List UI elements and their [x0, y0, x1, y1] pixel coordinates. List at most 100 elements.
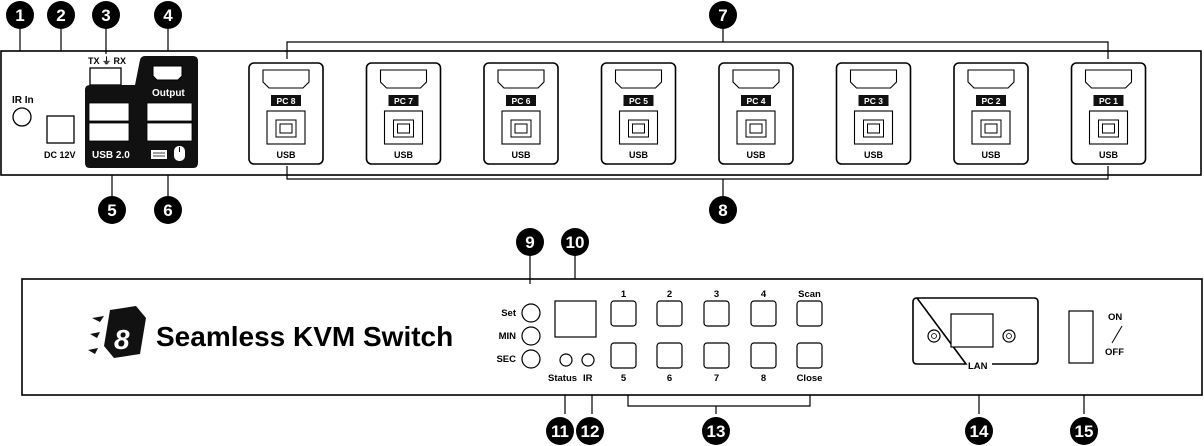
callout-9: 9 [516, 228, 544, 256]
lan-port [950, 313, 994, 348]
button-scan [796, 300, 823, 327]
output-label: Output [152, 88, 185, 99]
button-label: 3 [714, 289, 719, 300]
callout-number: 7 [718, 6, 727, 25]
ir-in-port [12, 107, 32, 127]
callout-number: 13 [707, 422, 726, 441]
usb-port-bottom [88, 122, 130, 142]
pc-port-label: PC 2 [982, 96, 1001, 106]
pc-usb-label: USB [1099, 150, 1119, 160]
callout-number: 6 [163, 201, 172, 220]
pc-port-label: PC 8 [277, 96, 296, 106]
button-label: 6 [667, 373, 672, 384]
txrx-port [89, 67, 122, 86]
knob-min [521, 326, 541, 346]
hdmi-port [497, 69, 545, 89]
callout-2: 2 [47, 1, 75, 29]
button-close [796, 342, 823, 369]
callout-1: 1 [6, 1, 34, 29]
callout-number: 9 [525, 233, 534, 252]
callout-number: 10 [566, 233, 585, 252]
usb-label: USB 2.0 [92, 150, 130, 161]
button-4 [750, 300, 777, 327]
button-label: Close [797, 373, 823, 384]
pc-port-module: PC 7 USB [365, 62, 442, 165]
callout-number: 8 [718, 201, 727, 220]
pc-usb-label: USB [394, 150, 414, 160]
callout-number: 15 [1075, 422, 1094, 441]
callout-6: 6 [154, 196, 182, 224]
callout-14: 14 [965, 417, 993, 445]
power-switch [1068, 310, 1094, 364]
front-title: Seamless KVM Switch [156, 321, 453, 352]
button-1 [610, 300, 637, 327]
callout-15: 15 [1070, 417, 1098, 445]
display-window [554, 300, 597, 338]
callout-13: 13 [702, 417, 730, 445]
button-3 [703, 300, 730, 327]
on-label: ON [1108, 312, 1122, 323]
callout-7: 7 [709, 1, 737, 29]
button-label: 2 [667, 289, 672, 300]
pc-usb-label: USB [511, 150, 531, 160]
callout-number: 14 [970, 422, 989, 441]
hdmi-port [1084, 69, 1133, 89]
ir-in-label: IR In [12, 95, 34, 106]
ir-receiver [581, 353, 595, 367]
pc-usb-label: USB [276, 150, 296, 160]
knob-set [521, 303, 541, 323]
button-6 [656, 342, 683, 369]
button-label: 4 [761, 289, 767, 300]
callout-number: 1 [15, 6, 24, 25]
callout-number: 5 [107, 201, 116, 220]
button-label: Scan [798, 289, 821, 300]
output-hdmi-port [152, 65, 183, 81]
pc-port-module: PC 2 USB [953, 62, 1029, 165]
kb-usb-port [146, 102, 193, 122]
pc-port-label: PC 1 [1099, 96, 1118, 106]
button-8 [750, 342, 777, 369]
hdmi-port [262, 69, 310, 89]
pc-usb-label: USB [629, 150, 649, 160]
hdmi-port [967, 69, 1015, 89]
hdmi-port [379, 69, 428, 89]
button-label: 1 [621, 289, 627, 300]
brand-logo: 8 [88, 306, 146, 358]
callout-11: 11 [546, 417, 574, 445]
callout-5: 5 [98, 196, 126, 224]
knob-sec [521, 349, 541, 369]
pc-usb-label: USB [981, 150, 1001, 160]
off-label: OFF [1105, 347, 1124, 358]
status-label: Status [548, 373, 577, 384]
callout-number: 11 [551, 422, 569, 441]
pc-port-label: PC 7 [394, 96, 413, 106]
callout-number: 4 [163, 6, 173, 25]
callout-number: 3 [101, 6, 110, 25]
hdmi-port [614, 69, 663, 89]
hdmi-port [849, 69, 898, 89]
button-label: 8 [761, 373, 766, 384]
on-off-slash [1111, 325, 1123, 344]
lan-module [912, 297, 1039, 365]
pc-port-label: PC 6 [512, 96, 531, 106]
hdmi-port [732, 69, 780, 89]
usb-port-top [88, 102, 130, 122]
brand-logo-char: 8 [114, 324, 130, 355]
callout-3: 3 [92, 1, 120, 29]
keyboard-icon [151, 150, 167, 159]
knob-label: Set [501, 308, 517, 319]
pc-port-module: PC 6 USB [483, 62, 559, 165]
mouse-usb-port [146, 122, 193, 142]
button-5 [610, 342, 637, 369]
button-label: 7 [714, 373, 719, 384]
pc-port-label: PC 4 [747, 96, 766, 106]
knob-label: SEC [496, 354, 516, 365]
callout-10: 10 [561, 228, 589, 256]
callout-4: 4 [154, 1, 182, 29]
mouse-icon [174, 146, 185, 161]
pc-usb-label: USB [864, 150, 884, 160]
button-2 [656, 300, 683, 327]
